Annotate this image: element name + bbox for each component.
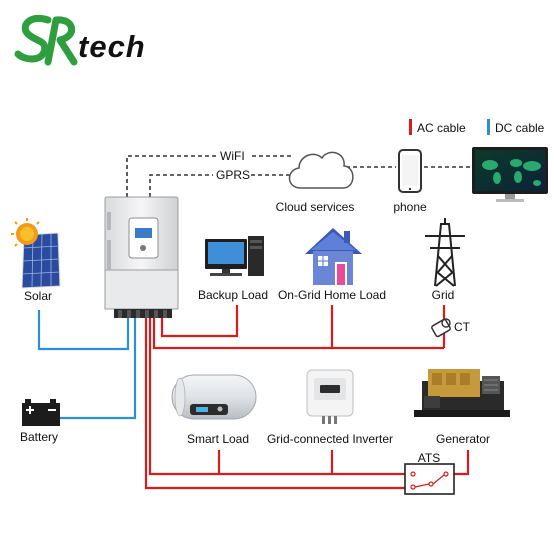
grid-label: Grid bbox=[431, 288, 455, 302]
grid-inverter-label: Grid-connected Inverter bbox=[266, 432, 394, 446]
dc-legend-swatch bbox=[487, 119, 490, 135]
smartphone-icon bbox=[398, 149, 422, 193]
house-icon bbox=[305, 228, 362, 285]
solar-label: Solar bbox=[23, 289, 53, 303]
transmission-tower-icon bbox=[425, 218, 465, 287]
backup-load-label: Backup Load bbox=[197, 288, 269, 302]
ats-label: ATS bbox=[417, 451, 441, 465]
sun-icon bbox=[11, 218, 40, 247]
generator-label: Generator bbox=[435, 432, 491, 446]
ac-cables bbox=[144, 305, 470, 490]
dc-cable-legend-label: DC cable bbox=[495, 121, 545, 135]
gprs-label: GPRS bbox=[216, 168, 251, 182]
battery-icon bbox=[22, 399, 60, 426]
hybrid-inverter-icon bbox=[104, 196, 179, 318]
cloud-icon bbox=[288, 151, 354, 189]
ct-label: CT bbox=[454, 320, 470, 334]
ats-switch-icon bbox=[404, 463, 455, 495]
battery-label: Battery bbox=[19, 430, 59, 444]
ac-legend-swatch bbox=[409, 119, 412, 135]
cloud-services-label: Cloud services bbox=[275, 200, 355, 214]
computer-icon bbox=[205, 236, 264, 276]
ac-cable-legend-label: AC cable bbox=[417, 121, 466, 135]
smart-load-label: Smart Load bbox=[186, 432, 250, 446]
home-load-label: On-Grid Home Load bbox=[277, 288, 387, 302]
grid-inverter-icon bbox=[306, 369, 354, 424]
logo-mark bbox=[14, 15, 78, 66]
ct-clamp-icon bbox=[431, 318, 451, 338]
phone-label: phone bbox=[393, 200, 427, 214]
generator-icon bbox=[414, 369, 510, 417]
dc-cables bbox=[37, 310, 137, 420]
logo-wordmark: tech bbox=[78, 29, 146, 64]
wifi-label: WiFI bbox=[220, 149, 245, 163]
monitor-icon bbox=[472, 147, 548, 202]
water-heater-icon bbox=[171, 374, 257, 420]
